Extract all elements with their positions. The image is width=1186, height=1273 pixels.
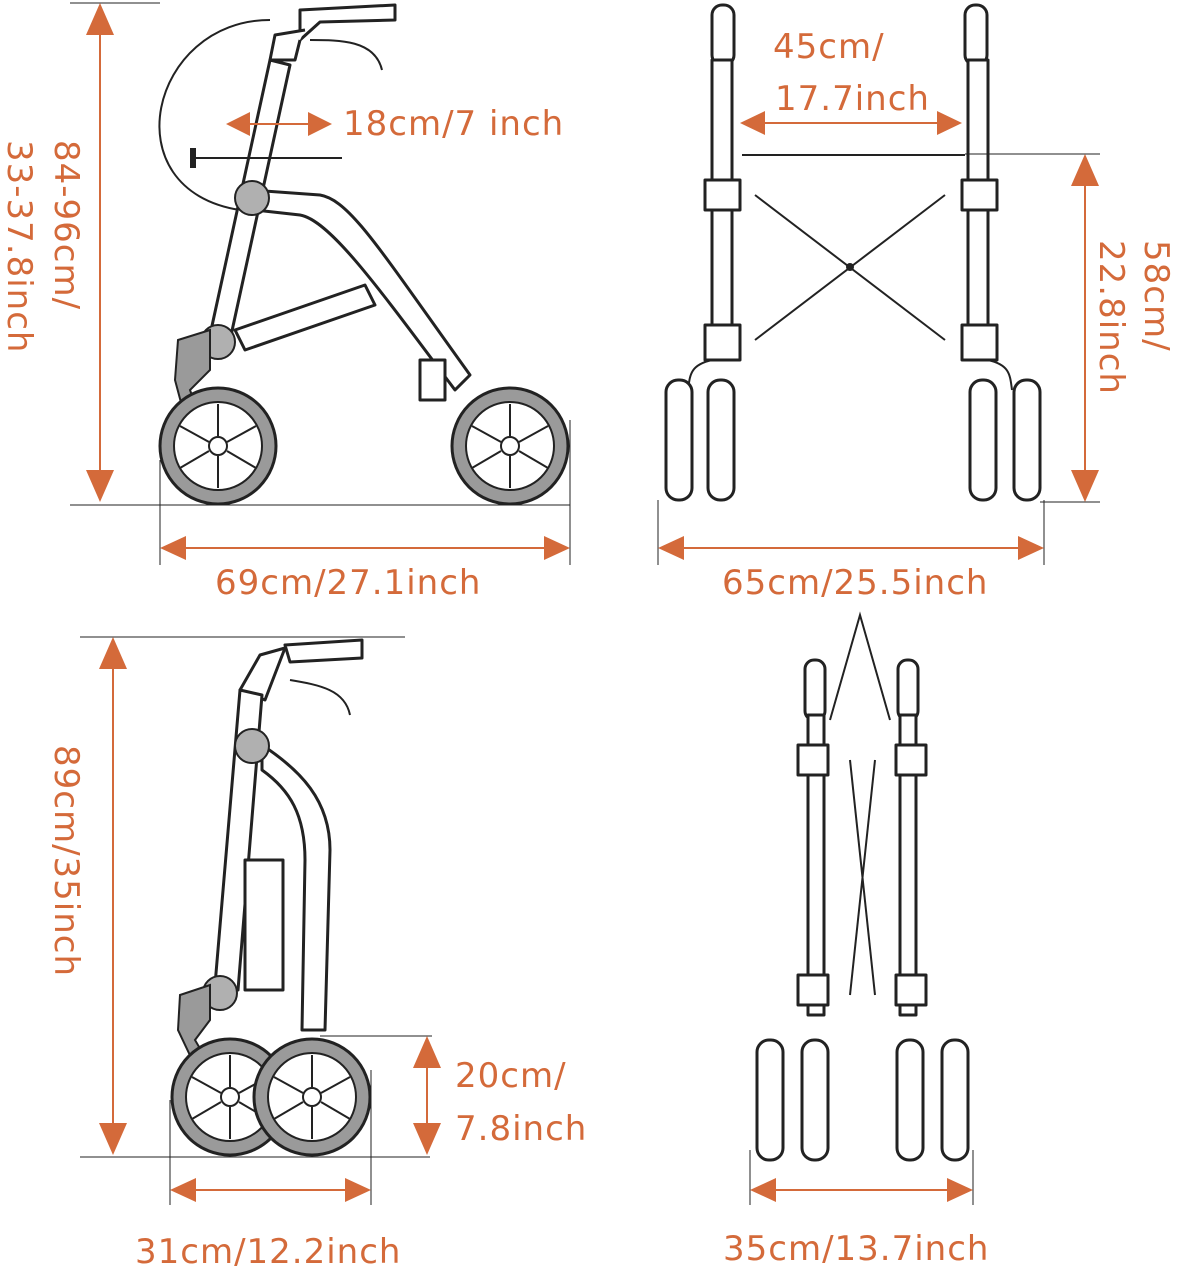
inner-width-label-cm: 45cm/: [773, 27, 885, 67]
side-view-walker: [158, 3, 570, 506]
folded-width-label: 35cm/13.7inch: [723, 1229, 989, 1269]
folded-width-dimension: 35cm/13.7inch: [723, 1150, 989, 1269]
backrest-strap: [158, 19, 271, 211]
seat-depth-dimension: 18cm/7 inch: [226, 104, 564, 144]
wheel-diameter-label-cm: 20cm/: [455, 1056, 567, 1096]
width-dimension: 65cm/25.5inch: [657, 500, 1045, 603]
width-label: 65cm/25.5inch: [722, 563, 988, 603]
height-label-cm: 84-96cm/: [46, 140, 86, 310]
side-height-dimension: 84-96cm/ 33-37.8inch: [0, 2, 570, 506]
inner-width-dimension: 45cm/ 17.7inch: [740, 27, 962, 135]
front-view-walker: [664, 3, 1042, 502]
length-dimension: 69cm/27.1inch: [159, 420, 571, 603]
seat-depth-label: 18cm/7 inch: [343, 104, 564, 144]
folded-side-view-walker: [170, 638, 372, 1157]
brake-lever: [309, 39, 383, 71]
height-label-inch: 33-37.8inch: [0, 140, 39, 353]
folded-depth-dimension: 31cm/12.2inch: [135, 1070, 401, 1272]
wheel-diameter-label-inch: 7.8inch: [455, 1109, 587, 1149]
folded-depth-label: 31cm/12.2inch: [135, 1232, 401, 1272]
seat-height-label-inch: 22.8inch: [1091, 240, 1131, 395]
basket-bar: [233, 283, 377, 352]
folded-height-label: 89cm/35inch: [46, 745, 86, 977]
folded-front-view-walker: [755, 611, 970, 1162]
wheel-diameter-dimension: 20cm/ 7.8inch: [320, 1035, 587, 1155]
seat-height-label-cm: 58cm/: [1136, 240, 1176, 352]
length-label: 69cm/27.1inch: [215, 563, 481, 603]
front-frame: [248, 188, 472, 392]
seat-height-dimension: 58cm/ 22.8inch: [965, 153, 1176, 503]
inner-width-label-inch: 17.7inch: [775, 79, 930, 119]
folded-height-dimension: 89cm/35inch: [46, 636, 430, 1158]
handle: [298, 3, 397, 42]
